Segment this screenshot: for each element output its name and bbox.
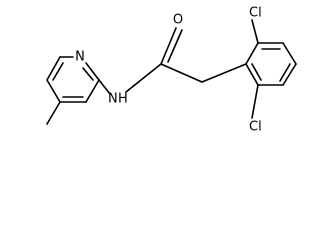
bond-methyl [46,101,61,125]
bond-benzene-5 [245,63,259,86]
bond-c5-c6 [46,56,61,81]
bond-carbonyl-ch2 [160,63,203,83]
bond-c2-nh [98,79,111,95]
bond-n-c2 [85,62,100,81]
bond-c4-c5 [46,79,61,103]
bond-n-c2-double [82,67,94,81]
bond-benzene-0 [245,42,259,65]
atom-label-amide-n: N [108,92,118,107]
atom-label-chlorine-bottom: Cl [249,120,262,135]
atom-label-ring-n: N [75,50,85,65]
bond-cl-top [251,19,259,44]
molecule-structure: N N H O Cl Cl [46,6,297,135]
bond-ch2-b1 [201,63,247,83]
bond-carbonyl-o [160,27,177,65]
atom-label-chlorine-top: Cl [249,6,262,21]
atom-label-carbonyl-o: O [173,13,183,28]
atom-label-amide-h: H [118,92,128,107]
bond-nh-carbonyl [125,63,162,93]
bond-benzene-double-2 [279,63,291,82]
bond-benzene-2 [282,42,297,65]
bond-benzene-3 [282,63,297,86]
bond-cl-bottom [251,84,259,119]
bond-skeleton [46,19,297,125]
bond-carbonyl-o-double [167,29,183,63]
bond-c2-c3 [85,79,100,103]
bond-c5-c6-double [52,62,64,81]
bond-benzene-double-3 [251,63,262,81]
